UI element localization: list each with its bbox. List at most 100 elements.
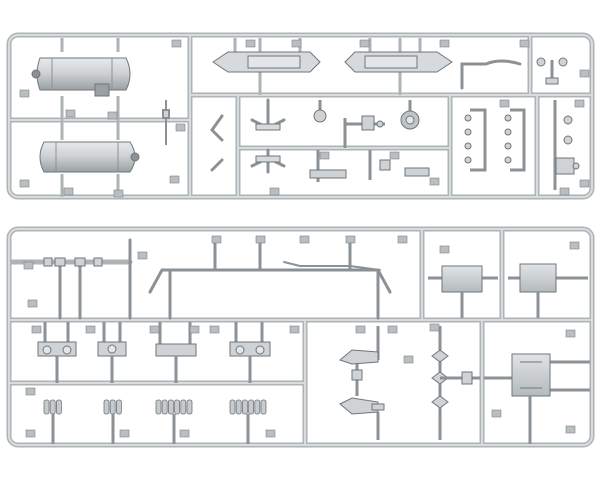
spring-coil — [103, 399, 110, 415]
part-number-tag — [65, 109, 76, 118]
part-number-tag — [25, 429, 36, 438]
part-number-tag — [574, 99, 585, 108]
part-number-tag — [169, 175, 180, 184]
spring-coil — [167, 399, 174, 415]
part-number-tag — [119, 429, 130, 438]
part-number-tag — [107, 111, 118, 120]
part-number-tag — [389, 151, 400, 160]
part-number-tag — [355, 325, 366, 334]
part-number-tag — [291, 39, 302, 48]
part-number-tag — [85, 325, 96, 334]
part-number-tag — [245, 39, 256, 48]
spring-coil — [109, 399, 116, 415]
part-number-tag — [565, 425, 576, 434]
part-number-tag — [429, 323, 440, 332]
spring-coil — [49, 399, 56, 415]
mount-part — [536, 57, 568, 85]
part-number-tag — [439, 245, 450, 254]
part-number-tag — [269, 187, 280, 196]
spring-coil — [56, 399, 62, 415]
tow-rod-part — [58, 238, 392, 320]
spring-coil — [186, 399, 193, 415]
part-number-tag — [137, 251, 148, 260]
part-number-tag — [171, 39, 182, 48]
hinge-arm-part — [431, 326, 480, 440]
hook-part — [460, 59, 522, 90]
part-number-tag — [491, 409, 502, 418]
spring-coil — [248, 399, 255, 415]
part-number-tag — [559, 187, 570, 196]
part-number-tag — [113, 189, 124, 198]
part-number-tag — [345, 235, 356, 244]
part-number-tag — [319, 151, 330, 160]
spring-set-part — [43, 399, 62, 444]
spring-set-part — [103, 399, 122, 444]
part-number-tag — [359, 39, 370, 48]
part-number-tag — [211, 235, 222, 244]
track-guard-part — [212, 38, 321, 95]
clamp-bar-part — [155, 322, 197, 383]
spring-coil — [241, 399, 248, 415]
lever-tab — [255, 123, 281, 163]
small-rod-part — [162, 100, 170, 145]
part-number-tag — [209, 325, 220, 334]
bracket-part — [313, 100, 385, 148]
spring-set-part — [155, 399, 193, 444]
part-number-tag — [27, 299, 38, 308]
clamp-bar-part — [37, 322, 77, 383]
part-number-tag — [19, 179, 30, 188]
part-number-tag — [189, 325, 200, 334]
spring-coil — [229, 399, 236, 415]
part-number-tag — [387, 325, 398, 334]
bracket-part — [309, 150, 430, 182]
part-number-tag — [265, 429, 276, 438]
clamp-bar-part — [229, 322, 271, 383]
fuel-tank-part — [39, 120, 140, 197]
part-number-tags — [19, 39, 590, 438]
clamp-bar-part — [97, 322, 127, 383]
spring-coil — [43, 399, 50, 415]
part-number-tag — [397, 235, 408, 244]
spring-set-part — [229, 399, 267, 444]
box-panel-part — [428, 265, 498, 318]
part-number-tag — [63, 187, 74, 196]
spring-set-group — [43, 399, 267, 444]
lamp-part — [553, 100, 580, 190]
box-panel-part — [508, 263, 588, 318]
part-number-tag — [439, 39, 450, 48]
part-number-tag — [565, 329, 576, 338]
spring-coil — [116, 399, 122, 415]
part-number-tag — [403, 355, 414, 364]
sprue-highlight — [8, 34, 593, 198]
part-number-tag — [569, 241, 580, 250]
part-number-tag — [579, 69, 590, 78]
part-number-tag — [429, 177, 440, 186]
hinge-arm-part — [338, 326, 385, 440]
spring-coil — [235, 399, 242, 415]
tow-rod-end — [43, 257, 103, 267]
track-guard-part — [344, 38, 453, 95]
part-number-tag — [23, 261, 34, 270]
part-number-tag — [31, 325, 42, 334]
part-number-tag — [519, 39, 530, 48]
spring-coil — [155, 399, 162, 415]
spring-coil — [254, 399, 261, 415]
fitting-part — [484, 353, 590, 444]
part-number-tag — [579, 179, 590, 188]
fuel-tank-part — [31, 38, 131, 120]
spring-coil — [180, 399, 187, 415]
mount-part — [464, 108, 526, 172]
part-number-tag — [19, 89, 30, 98]
wheel-part — [400, 100, 420, 130]
part-number-tag — [175, 123, 186, 132]
part-number-tag — [149, 325, 160, 334]
part-number-tag — [299, 235, 310, 244]
part-number-tag — [179, 429, 190, 438]
spring-coil — [161, 399, 168, 415]
spring-coil — [260, 399, 267, 415]
part-number-tag — [499, 99, 510, 108]
spring-coil — [174, 399, 181, 415]
part-number-tag — [25, 387, 36, 396]
